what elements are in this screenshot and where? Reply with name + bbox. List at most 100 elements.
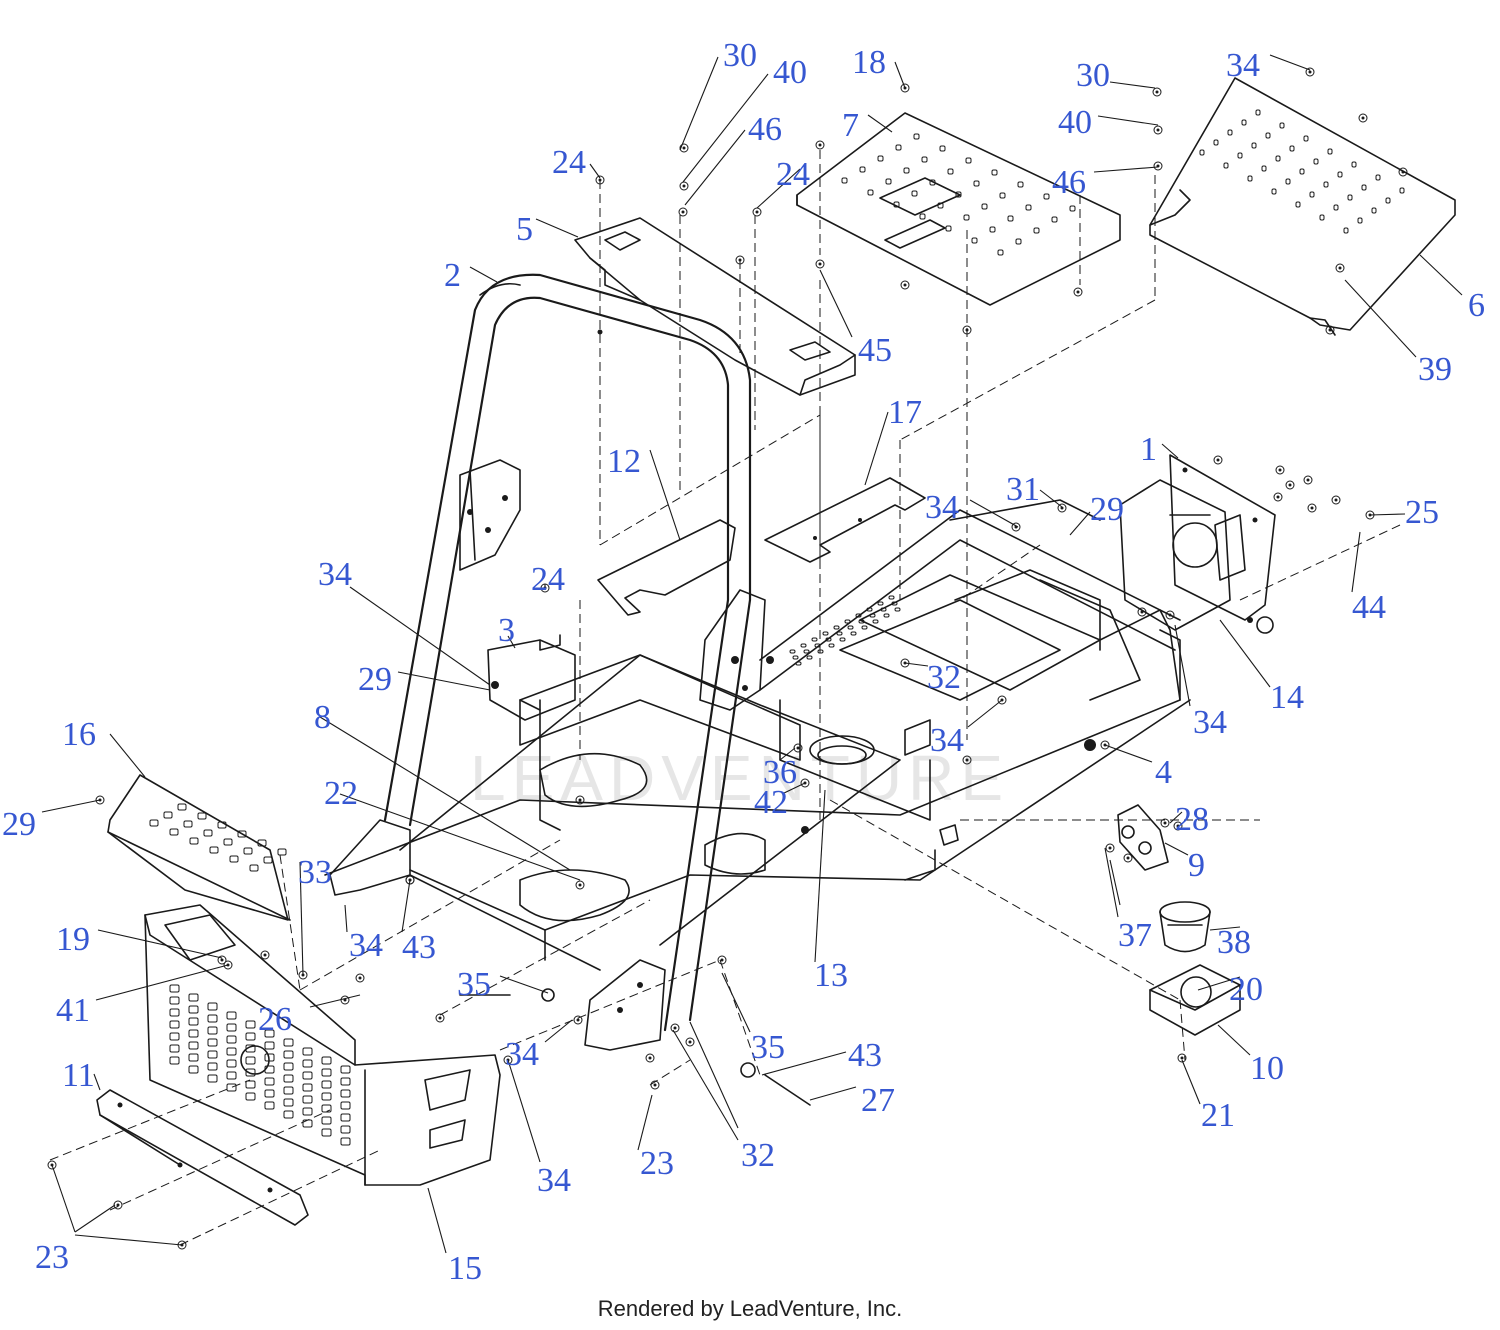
fastener	[1325, 325, 1335, 335]
fastener-center	[1168, 613, 1172, 617]
slot	[1337, 171, 1343, 178]
slot	[243, 847, 253, 855]
callout-36: 36	[763, 754, 797, 791]
fastener-center	[263, 953, 267, 957]
leader-line	[1069, 511, 1091, 536]
part-15-front-panel	[144, 904, 501, 1186]
leader-line	[507, 1059, 541, 1163]
fastener-center	[688, 1040, 692, 1044]
callout-20: 20	[1229, 971, 1263, 1008]
callout-25: 25	[1405, 494, 1439, 531]
slot	[263, 856, 273, 864]
slot	[855, 613, 862, 618]
fastener	[1305, 67, 1315, 77]
slot	[283, 1050, 294, 1059]
leader-line	[809, 1086, 857, 1101]
slot	[1247, 175, 1253, 182]
callout-16: 16	[62, 716, 96, 753]
slot	[880, 607, 887, 612]
leader-line	[309, 994, 361, 1008]
slot	[321, 1128, 332, 1137]
slot	[207, 1050, 218, 1059]
fastener	[1137, 607, 1147, 617]
fastener-center	[796, 746, 800, 750]
part-10-holder	[1149, 964, 1241, 1036]
slot	[226, 1047, 237, 1056]
callout-45: 45	[858, 332, 892, 369]
leader-line	[819, 269, 853, 338]
fastener	[113, 1200, 123, 1210]
slot	[321, 1092, 332, 1101]
fastener	[503, 1055, 513, 1065]
slot	[1285, 178, 1291, 185]
leader-line	[781, 782, 806, 795]
slot	[1333, 204, 1339, 211]
fastener-center	[1334, 498, 1338, 502]
leader-line	[397, 671, 491, 691]
slot	[913, 133, 920, 140]
fastener-center	[220, 958, 224, 962]
fastener	[595, 175, 605, 185]
slot	[1327, 148, 1333, 155]
leader-line	[814, 789, 826, 963]
slot	[226, 1083, 237, 1092]
fastener	[1307, 503, 1317, 513]
fastener	[223, 960, 233, 970]
fastener	[685, 1037, 695, 1047]
callout-41: 41	[56, 992, 90, 1029]
fastener-center	[1216, 458, 1220, 462]
callout-23: 23	[640, 1145, 674, 1182]
fastener	[1073, 287, 1083, 297]
callout-34: 34	[930, 722, 964, 759]
slot	[207, 1014, 218, 1023]
leader-line	[637, 1094, 653, 1151]
fastener-center	[965, 758, 969, 762]
callout-28: 28	[1175, 801, 1209, 838]
fastener-center	[673, 1026, 677, 1030]
part-11-bumper	[96, 1089, 309, 1226]
fastener	[405, 875, 415, 885]
leader-line	[427, 1187, 447, 1254]
slot	[947, 168, 954, 175]
fastener	[1275, 465, 1285, 475]
slot	[1371, 207, 1377, 214]
leader-line	[93, 1073, 101, 1091]
slot	[321, 1056, 332, 1065]
slot	[939, 145, 946, 152]
fastener-center	[903, 283, 907, 287]
slot	[883, 613, 890, 618]
leader-line	[904, 662, 929, 667]
fastener	[355, 973, 365, 983]
fastener	[575, 880, 585, 890]
slot	[249, 864, 259, 872]
slot	[999, 192, 1006, 199]
fastener	[1123, 853, 1133, 863]
slot	[1025, 204, 1032, 211]
callout-30: 30	[1076, 57, 1110, 94]
slot	[895, 144, 902, 151]
fastener	[1100, 740, 1110, 750]
fastener-center	[818, 262, 822, 266]
callout-43: 43	[848, 1037, 882, 1074]
fastener	[1153, 125, 1163, 135]
slot	[1323, 181, 1329, 188]
fastener	[962, 755, 972, 765]
callout-35: 35	[751, 1029, 785, 1066]
fastener	[1160, 818, 1170, 828]
slot	[795, 661, 802, 666]
slot	[226, 1011, 237, 1020]
fastener	[679, 143, 689, 153]
slot	[839, 637, 846, 642]
slot	[814, 643, 821, 648]
callout-10: 10	[1250, 1050, 1284, 1087]
slot	[859, 166, 866, 173]
callout-24: 24	[552, 144, 586, 181]
fastener	[1335, 263, 1345, 273]
fastener-center	[1278, 468, 1282, 472]
fastener-center	[1176, 824, 1180, 828]
slot	[245, 1068, 256, 1077]
leader-line	[1161, 443, 1179, 459]
callout-40: 40	[1058, 104, 1092, 141]
callout-1: 1	[1140, 431, 1157, 468]
